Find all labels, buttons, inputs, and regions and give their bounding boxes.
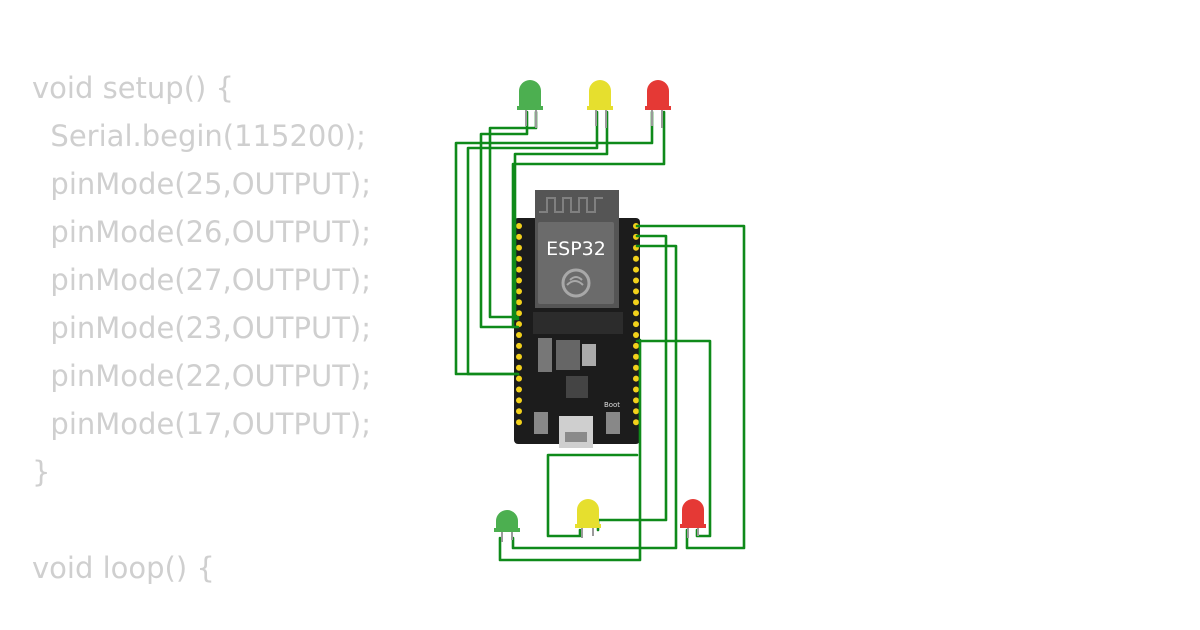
header-pin[interactable] <box>516 299 522 306</box>
led-green-bottom[interactable] <box>494 510 520 542</box>
left-pin-header <box>516 223 522 426</box>
regulator <box>538 338 552 372</box>
wire <box>498 338 642 562</box>
code-line: void loop() { <box>32 551 215 585</box>
module-shield <box>538 222 614 304</box>
wire <box>546 453 639 538</box>
header-pin[interactable] <box>516 386 522 393</box>
header-pin[interactable] <box>516 255 522 262</box>
code-line: pinMode(26,OUTPUT); <box>32 215 372 249</box>
led-rim <box>575 524 601 528</box>
led-rim <box>517 106 543 110</box>
header-pin[interactable] <box>516 353 522 360</box>
led-red-bottom[interactable] <box>680 499 706 538</box>
wire <box>511 244 678 550</box>
code-line: void setup() { <box>32 71 234 105</box>
boot-label: Boot <box>604 401 620 409</box>
led-rim <box>645 106 671 110</box>
code-line: } <box>32 455 51 489</box>
header-pin[interactable] <box>633 364 639 371</box>
header-pin[interactable] <box>516 244 522 251</box>
header-pin[interactable] <box>516 266 522 273</box>
header-pin[interactable] <box>633 266 639 273</box>
en-button[interactable] <box>534 412 548 434</box>
code-line: pinMode(23,OUTPUT); <box>32 311 372 345</box>
header-pin[interactable] <box>633 277 639 284</box>
wire <box>479 110 529 329</box>
header-pin[interactable] <box>633 397 639 404</box>
header-pin[interactable] <box>633 321 639 328</box>
code-line: pinMode(25,OUTPUT); <box>32 167 372 201</box>
header-pin[interactable] <box>633 255 639 262</box>
led-body <box>519 80 541 108</box>
header-pin[interactable] <box>516 364 522 371</box>
header-pin[interactable] <box>633 332 639 338</box>
code-line: Serial.begin(115200); <box>32 119 366 153</box>
led-rim <box>680 524 706 528</box>
header-pin[interactable] <box>516 233 522 240</box>
ic-chip-row <box>533 312 623 334</box>
wire <box>454 110 654 376</box>
header-pin[interactable] <box>633 375 639 382</box>
wire <box>513 110 609 321</box>
usb-uart-chip <box>566 376 588 398</box>
logo-swirl <box>566 276 584 286</box>
wire <box>635 224 746 550</box>
led-red-top[interactable] <box>645 80 671 128</box>
code-line: pinMode(27,OUTPUT); <box>32 263 372 297</box>
header-pin[interactable] <box>633 288 639 295</box>
header-pin[interactable] <box>633 342 639 349</box>
capacitor <box>582 344 596 366</box>
led-body <box>577 499 599 526</box>
header-pin[interactable] <box>633 386 639 393</box>
led-rim <box>494 528 520 532</box>
header-pin[interactable] <box>516 332 522 338</box>
espressif-logo-icon <box>561 268 591 298</box>
header-pin[interactable] <box>516 375 522 382</box>
header-pin[interactable] <box>516 419 522 426</box>
esp32-board[interactable]: ESP32 Boot <box>514 190 640 448</box>
header-pin[interactable] <box>516 223 522 229</box>
led-yellow-bottom[interactable] <box>575 499 601 538</box>
header-pin[interactable] <box>633 419 639 426</box>
usb-slot <box>565 432 587 442</box>
header-pin[interactable] <box>633 299 639 306</box>
header-pin[interactable] <box>516 397 522 404</box>
led-body <box>647 80 669 108</box>
header-pin[interactable] <box>633 353 639 360</box>
header-pin[interactable] <box>516 408 522 415</box>
header-pin[interactable] <box>516 277 522 284</box>
header-pin[interactable] <box>516 288 522 295</box>
code-line: pinMode(17,OUTPUT); <box>32 407 372 441</box>
board-label: ESP32 <box>546 238 606 260</box>
header-pin[interactable] <box>516 321 522 328</box>
ldo-chip <box>556 340 580 370</box>
led-body <box>682 499 704 526</box>
header-pin[interactable] <box>516 310 522 317</box>
header-pin[interactable] <box>633 310 639 317</box>
code-line: pinMode(22,OUTPUT); <box>32 359 372 393</box>
header-pin[interactable] <box>516 342 522 349</box>
header-pin[interactable] <box>633 408 639 415</box>
led-rim <box>587 106 613 110</box>
led-yellow-top[interactable] <box>587 80 613 128</box>
led-green-top[interactable] <box>517 80 543 128</box>
wire <box>511 110 666 329</box>
led-body <box>589 80 611 108</box>
antenna-trace <box>539 197 603 213</box>
led-body <box>496 510 518 530</box>
boot-button[interactable] <box>606 412 620 434</box>
